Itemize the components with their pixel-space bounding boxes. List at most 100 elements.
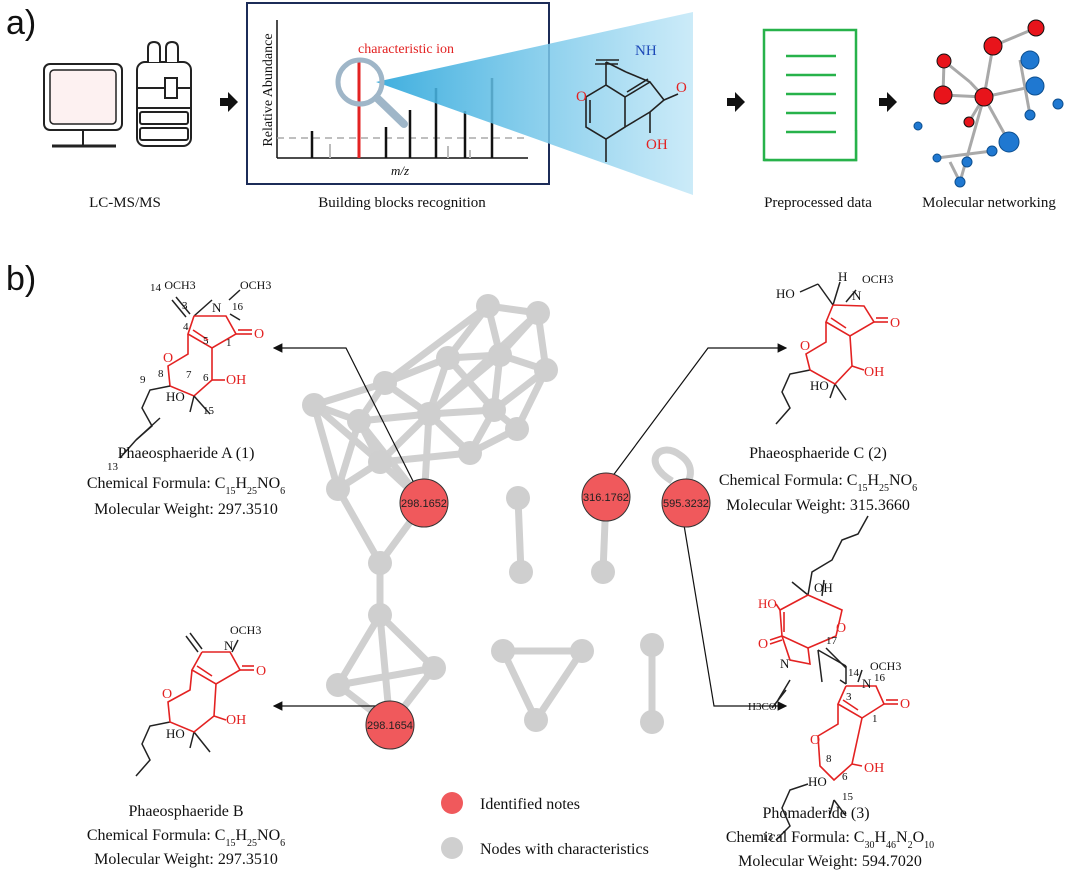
fragment-oh: OH bbox=[646, 137, 668, 153]
svg-text:Phaeosphaeride B: Phaeosphaeride B bbox=[128, 803, 243, 820]
svg-text:OCH3: OCH3 bbox=[230, 623, 261, 637]
fragment-o-carbonyl: O bbox=[676, 80, 687, 96]
structure-phaeosphaeride-b: OCH3 N O O OH HO bbox=[135, 623, 266, 777]
svg-text:5: 5 bbox=[203, 335, 209, 347]
svg-text:9: 9 bbox=[140, 374, 146, 386]
svg-text:HO: HO bbox=[166, 389, 185, 404]
svg-text:Molecular Weight: 297.3510: Molecular Weight: 297.3510 bbox=[94, 501, 278, 518]
svg-text:OH: OH bbox=[226, 373, 246, 388]
svg-text:HO: HO bbox=[776, 286, 795, 301]
legend-identified-label: Identified notes bbox=[480, 796, 580, 813]
fragment-nh: NH bbox=[635, 43, 657, 59]
svg-text:O: O bbox=[254, 327, 264, 342]
compound-b-caption: Phaeosphaeride B Chemical Formula: C15H2… bbox=[87, 803, 285, 868]
svg-text:H3CO: H3CO bbox=[748, 701, 777, 713]
svg-text:O: O bbox=[810, 733, 820, 748]
svg-text:15: 15 bbox=[842, 791, 854, 803]
svg-text:HO: HO bbox=[758, 596, 777, 611]
step-building-blocks-label: Building blocks recognition bbox=[318, 195, 486, 211]
svg-text:16: 16 bbox=[232, 301, 244, 313]
mini-network bbox=[913, 19, 1064, 188]
identified-node-2: 316.1762 bbox=[581, 472, 631, 522]
svg-text:298.1654: 298.1654 bbox=[367, 720, 413, 732]
identified-node-3: 595.3232 bbox=[661, 478, 711, 528]
svg-text:O: O bbox=[800, 339, 810, 354]
identified-node-1: 298.1652 bbox=[399, 478, 449, 528]
svg-text:Phaeosphaeride A (1): Phaeosphaeride A (1) bbox=[118, 445, 255, 462]
svg-text:Molecular Weight: 315.3660: Molecular Weight: 315.3660 bbox=[726, 497, 910, 514]
legend-characteristic-label: Nodes with characteristics bbox=[480, 841, 649, 858]
svg-text:8: 8 bbox=[158, 368, 164, 380]
svg-text:14: 14 bbox=[150, 282, 162, 294]
svg-text:17: 17 bbox=[826, 635, 838, 647]
step-preprocessed-label: Preprocessed data bbox=[764, 195, 872, 211]
identified-node-4: 298.1654 bbox=[365, 700, 415, 750]
svg-text:316.1762: 316.1762 bbox=[583, 492, 629, 504]
svg-text:15: 15 bbox=[203, 405, 215, 417]
svg-text:13: 13 bbox=[107, 461, 119, 473]
self-loop-edge bbox=[651, 446, 694, 485]
svg-text:N: N bbox=[224, 638, 234, 653]
workflow-arrow-3 bbox=[879, 92, 897, 112]
svg-text:OH: OH bbox=[864, 365, 884, 380]
fragment-molecule bbox=[585, 59, 679, 162]
svg-text:OH: OH bbox=[814, 580, 833, 595]
svg-text:Molecular Weight: 297.3510: Molecular Weight: 297.3510 bbox=[94, 851, 278, 868]
svg-text:OH: OH bbox=[864, 761, 884, 776]
svg-text:O: O bbox=[758, 637, 768, 652]
compound-d-caption: Phomaderide (3) Chemical Formula: C30H46… bbox=[726, 805, 934, 870]
step-lcms-label: LC-MS/MS bbox=[89, 195, 161, 211]
structure-phaeosphaeride-c: HO H N OCH3 O O OH HO bbox=[775, 269, 900, 425]
svg-text:1: 1 bbox=[872, 713, 878, 725]
svg-text:Chemical Formula: C15H25NO6: Chemical Formula: C15H25NO6 bbox=[87, 475, 285, 497]
fragment-o-ring: O bbox=[576, 89, 587, 105]
svg-text:O: O bbox=[163, 351, 173, 366]
svg-text:Chemical Formula: C30H46N2O10: Chemical Formula: C30H46N2O10 bbox=[726, 829, 934, 851]
svg-text:6: 6 bbox=[842, 771, 848, 783]
panel-a-label: a) bbox=[6, 4, 36, 42]
svg-text:N: N bbox=[852, 288, 862, 303]
svg-text:OCH3: OCH3 bbox=[870, 659, 901, 673]
svg-text:H: H bbox=[838, 269, 847, 284]
lcms-instrument-icon bbox=[136, 40, 192, 147]
svg-text:16: 16 bbox=[874, 672, 886, 684]
svg-text:OCH3: OCH3 bbox=[862, 272, 893, 286]
svg-text:Phomaderide (3): Phomaderide (3) bbox=[762, 805, 869, 822]
svg-text:O: O bbox=[256, 664, 266, 679]
legend: Identified notes Nodes with characterist… bbox=[441, 792, 649, 859]
document-icon bbox=[762, 28, 858, 162]
panel-b-label: b) bbox=[6, 260, 36, 298]
svg-text:4: 4 bbox=[183, 321, 189, 333]
spectrum-xlabel: m/z bbox=[391, 163, 409, 178]
svg-text:Phaeosphaeride C (2): Phaeosphaeride C (2) bbox=[749, 445, 887, 462]
svg-text:Chemical Formula: C15H25NO6: Chemical Formula: C15H25NO6 bbox=[87, 827, 285, 849]
svg-text:8: 8 bbox=[826, 753, 832, 765]
svg-text:1: 1 bbox=[226, 337, 232, 349]
svg-text:298.1652: 298.1652 bbox=[401, 498, 447, 510]
legend-characteristic-swatch bbox=[441, 837, 463, 859]
network-nodes bbox=[302, 294, 664, 734]
computer-icon bbox=[43, 63, 123, 148]
svg-text:HO: HO bbox=[166, 726, 185, 741]
svg-text:O: O bbox=[836, 621, 846, 636]
compound-a-caption: Phaeosphaeride A (1) Chemical Formula: C… bbox=[87, 445, 285, 518]
magnifier-icon bbox=[335, 57, 408, 128]
svg-text:3: 3 bbox=[846, 691, 852, 703]
structure-phaeosphaeride-a: OCH3 14 3 N OCH3 16 4 1 5 O O 8 6 9 7 OH… bbox=[107, 278, 271, 473]
svg-text:N: N bbox=[862, 676, 872, 691]
svg-text:6: 6 bbox=[203, 372, 209, 384]
svg-text:HO: HO bbox=[808, 774, 827, 789]
svg-text:OCH3: OCH3 bbox=[240, 278, 271, 292]
spectrum-ylabel: Relative Abundance bbox=[261, 33, 276, 146]
workflow-arrow-1 bbox=[220, 92, 238, 112]
svg-text:595.3232: 595.3232 bbox=[663, 498, 709, 510]
svg-text:O: O bbox=[900, 697, 910, 712]
structure-phomaderide: OH HO O O N H3CO 17 14 N OCH3 16 3 1 O O… bbox=[748, 515, 910, 843]
svg-text:O: O bbox=[162, 687, 172, 702]
characteristic-ion-label: characteristic ion bbox=[358, 42, 454, 57]
svg-text:O: O bbox=[890, 316, 900, 331]
svg-text:3: 3 bbox=[182, 300, 188, 312]
svg-text:OH: OH bbox=[226, 713, 246, 728]
